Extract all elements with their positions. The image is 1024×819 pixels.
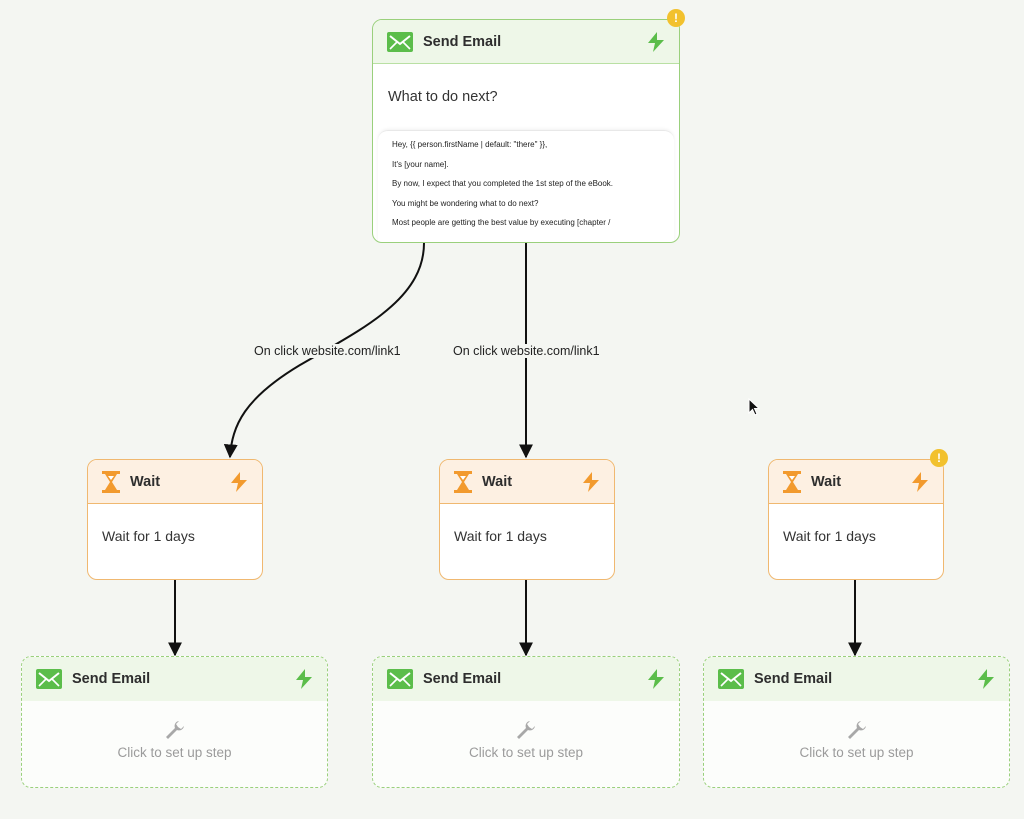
card-title: Send Email [754,671,833,687]
preview-line: Hey, {{ person.firstName | default: "the… [392,140,548,149]
card-title: Wait [130,473,161,490]
lightning-icon[interactable] [645,668,667,690]
wrench-icon [165,721,184,739]
preview-line: Most people are getting the best value b… [392,218,611,227]
envelope-icon [387,31,413,52]
setup-prompt[interactable]: Click to set up step [704,719,1009,760]
card-title: Send Email [72,671,151,687]
lightning-icon[interactable] [293,668,315,690]
edge-label-middle[interactable]: On click website.com/link1 [451,344,602,358]
hourglass-icon [102,470,120,493]
card-header: Wait [769,460,943,504]
lightning-icon[interactable] [228,471,250,493]
send-email-step-card-2[interactable]: Send Email Click to set up step [372,656,680,788]
card-title: Send Email [423,33,502,50]
connector-root-to-wait-1 [223,242,425,459]
hourglass-icon [783,470,801,493]
card-title: Wait [482,473,513,490]
card-header: Send Email [704,657,1009,701]
lightning-icon[interactable] [975,668,997,690]
edge-label-left[interactable]: On click website.com/link1 [252,344,403,358]
card-title: Send Email [423,671,502,687]
card-header: Wait [440,460,614,504]
card-header: Wait [88,460,262,504]
preview-line: You might be wondering what to do next? [392,198,539,208]
mouse-cursor-icon [748,398,760,416]
setup-prompt[interactable]: Click to set up step [373,719,679,760]
root-send-email-card[interactable]: Send Email What to do next? Hey, {{ pers… [372,19,680,243]
preview-line: By now, I expect that you completed the … [392,179,614,188]
hourglass-icon [454,470,472,493]
wrench-icon [517,721,535,739]
preview-line: It's [your name]. [392,159,449,169]
email-subject: What to do next? [388,89,498,105]
setup-label: Click to set up step [799,745,914,760]
lightning-icon[interactable] [909,471,931,493]
send-email-step-card-1[interactable]: Send Email Click to set up step [21,656,328,788]
send-email-step-card-3[interactable]: Send Email Click to set up step [703,656,1010,788]
email-preview[interactable]: Hey, {{ person.firstName | default: "the… [378,130,674,242]
wait-duration: Wait for 1 days [783,528,876,544]
setup-label: Click to set up step [468,745,584,760]
wait-step-card-2[interactable]: Wait Wait for 1 days [439,459,615,580]
wait-step-card-1[interactable]: Wait Wait for 1 days [87,459,263,580]
card-header: Send Email [22,657,327,701]
card-header: Send Email [373,657,679,701]
lightning-icon[interactable] [645,31,667,53]
wrench-icon [847,721,866,739]
envelope-icon [36,669,62,689]
envelope-icon [718,669,744,689]
lightning-icon[interactable] [580,471,602,493]
wait-step-card-3[interactable]: Wait Wait for 1 days [768,459,944,580]
warning-icon[interactable]: ! [930,449,948,467]
wait-duration: Wait for 1 days [102,528,195,544]
warning-icon[interactable]: ! [667,9,685,27]
card-title: Wait [811,473,842,490]
setup-label: Click to set up step [117,745,232,760]
envelope-icon [387,669,413,689]
wait-duration: Wait for 1 days [454,528,547,544]
setup-prompt[interactable]: Click to set up step [22,719,327,760]
card-header: Send Email [373,20,679,64]
